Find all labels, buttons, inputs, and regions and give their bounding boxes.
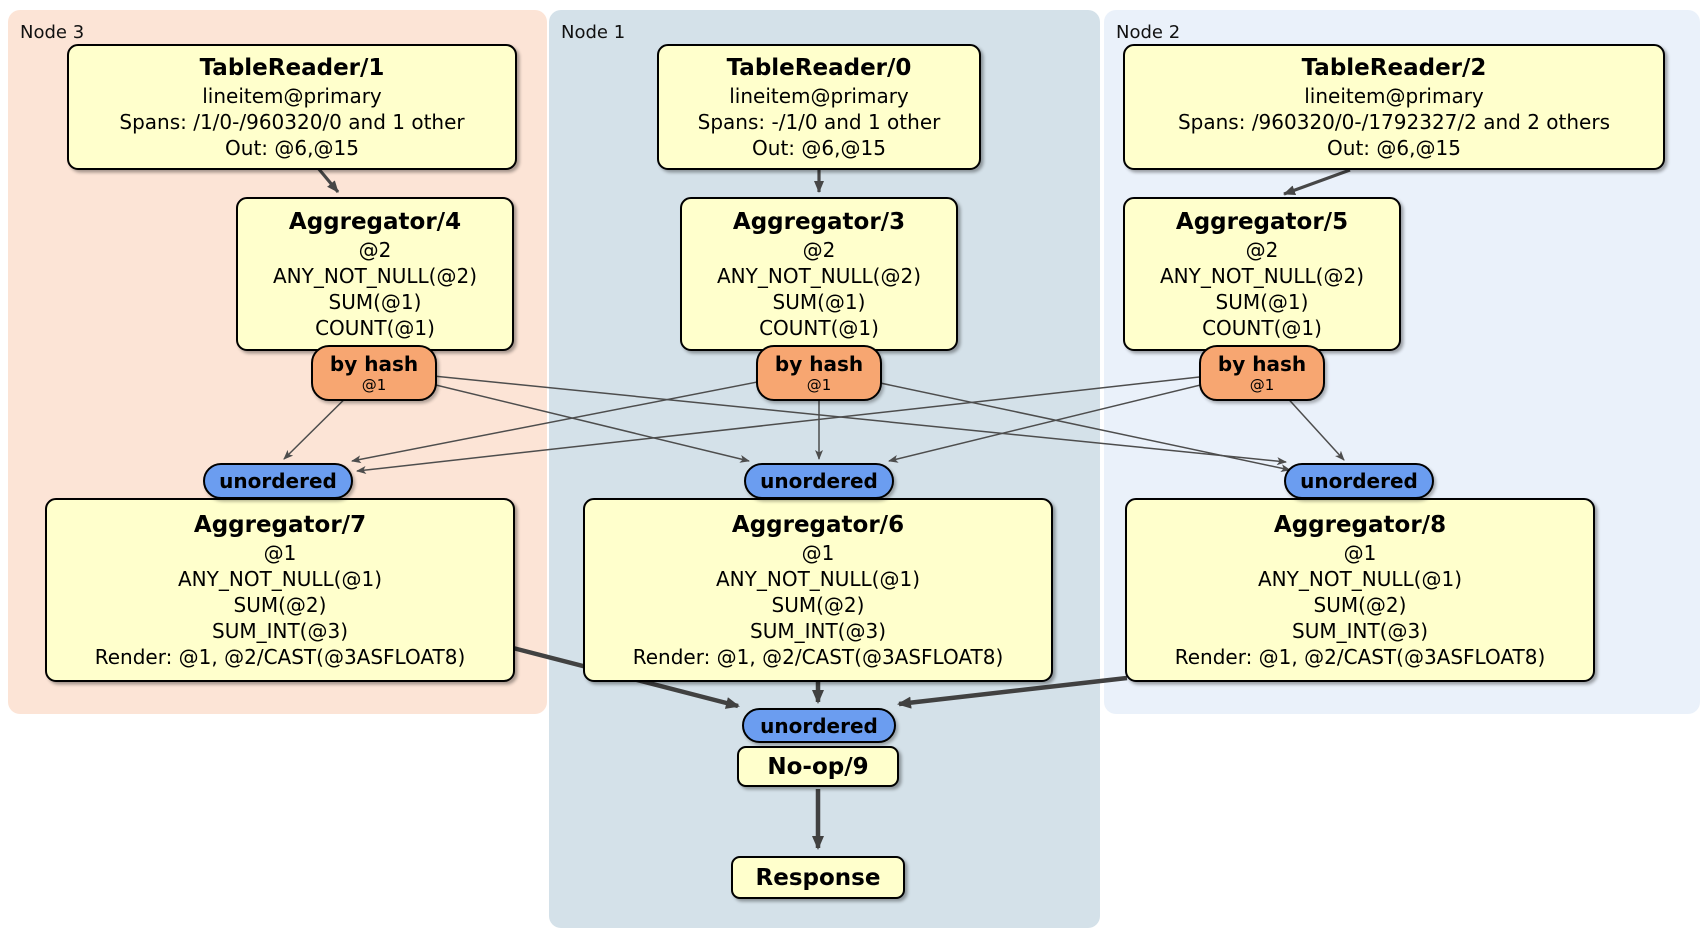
render-expr: Render: @1, @2/CAST(@3ASFLOAT8) [632, 645, 1004, 669]
render-expr: Render: @1, @2/CAST(@3ASFLOAT8) [94, 645, 466, 669]
hash-router-pill: by hash @1 [1199, 345, 1325, 401]
processor-title: No-op/9 [767, 753, 869, 780]
agg-func: ANY_NOT_NULL(@2) [717, 264, 921, 288]
agg-func: SUM(@1) [772, 290, 866, 314]
processor-out: Out: @6,@15 [752, 136, 886, 160]
agg-func: SUM_INT(@3) [212, 619, 348, 643]
processor-out: Out: @6,@15 [225, 136, 359, 160]
agg-func: ANY_NOT_NULL(@1) [1258, 567, 1462, 591]
processor-title: Aggregator/8 [1273, 512, 1447, 538]
agg-func: SUM_INT(@3) [750, 619, 886, 643]
processor-title: TableReader/1 [199, 55, 385, 81]
output-unordered-stream-pill: unordered [742, 708, 896, 743]
processor-tablereader-2: TableReader/2 lineitem@primary Spans: /9… [1123, 44, 1665, 170]
processor-title: TableReader/2 [1301, 55, 1487, 81]
group-cols: @2 [1245, 238, 1279, 262]
agg-func: ANY_NOT_NULL(@2) [1160, 264, 1364, 288]
unordered-stream-pill: unordered [203, 463, 353, 499]
processor-title: Aggregator/5 [1175, 209, 1349, 235]
stream-label: unordered [1300, 469, 1418, 493]
region-label: Node 1 [561, 22, 626, 43]
processor-title: Aggregator/7 [193, 512, 367, 538]
group-cols: @2 [802, 238, 836, 262]
response-node: Response [731, 856, 905, 899]
group-cols: @1 [801, 541, 835, 565]
processor-aggregator-3: Aggregator/3 @2 ANY_NOT_NULL(@2) SUM(@1)… [680, 197, 958, 351]
processor-out: Out: @6,@15 [1327, 136, 1461, 160]
stream-label: unordered [219, 469, 337, 493]
processor-noop-9: No-op/9 [737, 746, 899, 787]
router-cols: @1 [1249, 375, 1275, 394]
hash-router-pill: by hash @1 [756, 345, 882, 401]
processor-spans: Spans: /1/0-/960320/0 and 1 other [119, 110, 465, 134]
agg-func: SUM(@2) [233, 593, 327, 617]
agg-func: SUM(@1) [328, 290, 422, 314]
router-cols: @1 [806, 375, 832, 394]
processor-aggregator-5: Aggregator/5 @2 ANY_NOT_NULL(@2) SUM(@1)… [1123, 197, 1401, 351]
agg-func: SUM(@2) [1313, 593, 1407, 617]
group-cols: @1 [1343, 541, 1377, 565]
agg-func: ANY_NOT_NULL(@2) [273, 264, 477, 288]
agg-func: COUNT(@1) [759, 316, 879, 340]
router-label: by hash [329, 351, 419, 376]
processor-index: lineitem@primary [1304, 84, 1484, 108]
agg-func: SUM(@1) [1215, 290, 1309, 314]
processor-index: lineitem@primary [729, 84, 909, 108]
processor-tablereader-0: TableReader/0 lineitem@primary Spans: -/… [657, 44, 981, 170]
agg-func: SUM_INT(@3) [1292, 619, 1428, 643]
processor-title: Aggregator/6 [731, 512, 905, 538]
router-label: by hash [1217, 351, 1307, 376]
agg-func: ANY_NOT_NULL(@1) [716, 567, 920, 591]
unordered-stream-pill: unordered [744, 463, 894, 499]
tablereader-to-aggregator-edges [316, 166, 1351, 196]
render-expr: Render: @1, @2/CAST(@3ASFLOAT8) [1174, 645, 1546, 669]
hash-router-pill: by hash @1 [311, 345, 437, 401]
group-cols: @2 [358, 238, 392, 262]
response-title: Response [755, 864, 881, 891]
agg-func: ANY_NOT_NULL(@1) [178, 567, 382, 591]
group-cols: @1 [263, 541, 297, 565]
processor-aggregator-4: Aggregator/4 @2 ANY_NOT_NULL(@2) SUM(@1)… [236, 197, 514, 351]
stream-label: unordered [760, 469, 878, 493]
stream-label: unordered [760, 713, 878, 738]
region-label: Node 2 [1116, 22, 1181, 43]
agg-func: SUM(@2) [771, 593, 865, 617]
processor-index: lineitem@primary [202, 84, 382, 108]
processor-spans: Spans: /960320/0-/1792327/2 and 2 others [1177, 110, 1610, 134]
router-label: by hash [774, 351, 864, 376]
processor-spans: Spans: -/1/0 and 1 other [697, 110, 941, 134]
processor-aggregator-6: Aggregator/6 @1 ANY_NOT_NULL(@1) SUM(@2)… [583, 498, 1053, 682]
processor-aggregator-7: Aggregator/7 @1 ANY_NOT_NULL(@1) SUM(@2)… [45, 498, 515, 682]
processor-title: Aggregator/4 [288, 209, 462, 235]
processor-title: TableReader/0 [726, 55, 912, 81]
processor-tablereader-1: TableReader/1 lineitem@primary Spans: /1… [67, 44, 517, 170]
region-label: Node 3 [20, 22, 85, 43]
processor-title: Aggregator/3 [732, 209, 906, 235]
unordered-stream-pill: unordered [1284, 463, 1434, 499]
processor-aggregator-8: Aggregator/8 @1 ANY_NOT_NULL(@1) SUM(@2)… [1125, 498, 1595, 682]
router-cols: @1 [361, 375, 387, 394]
agg-func: COUNT(@1) [1202, 316, 1322, 340]
agg-func: COUNT(@1) [315, 316, 435, 340]
